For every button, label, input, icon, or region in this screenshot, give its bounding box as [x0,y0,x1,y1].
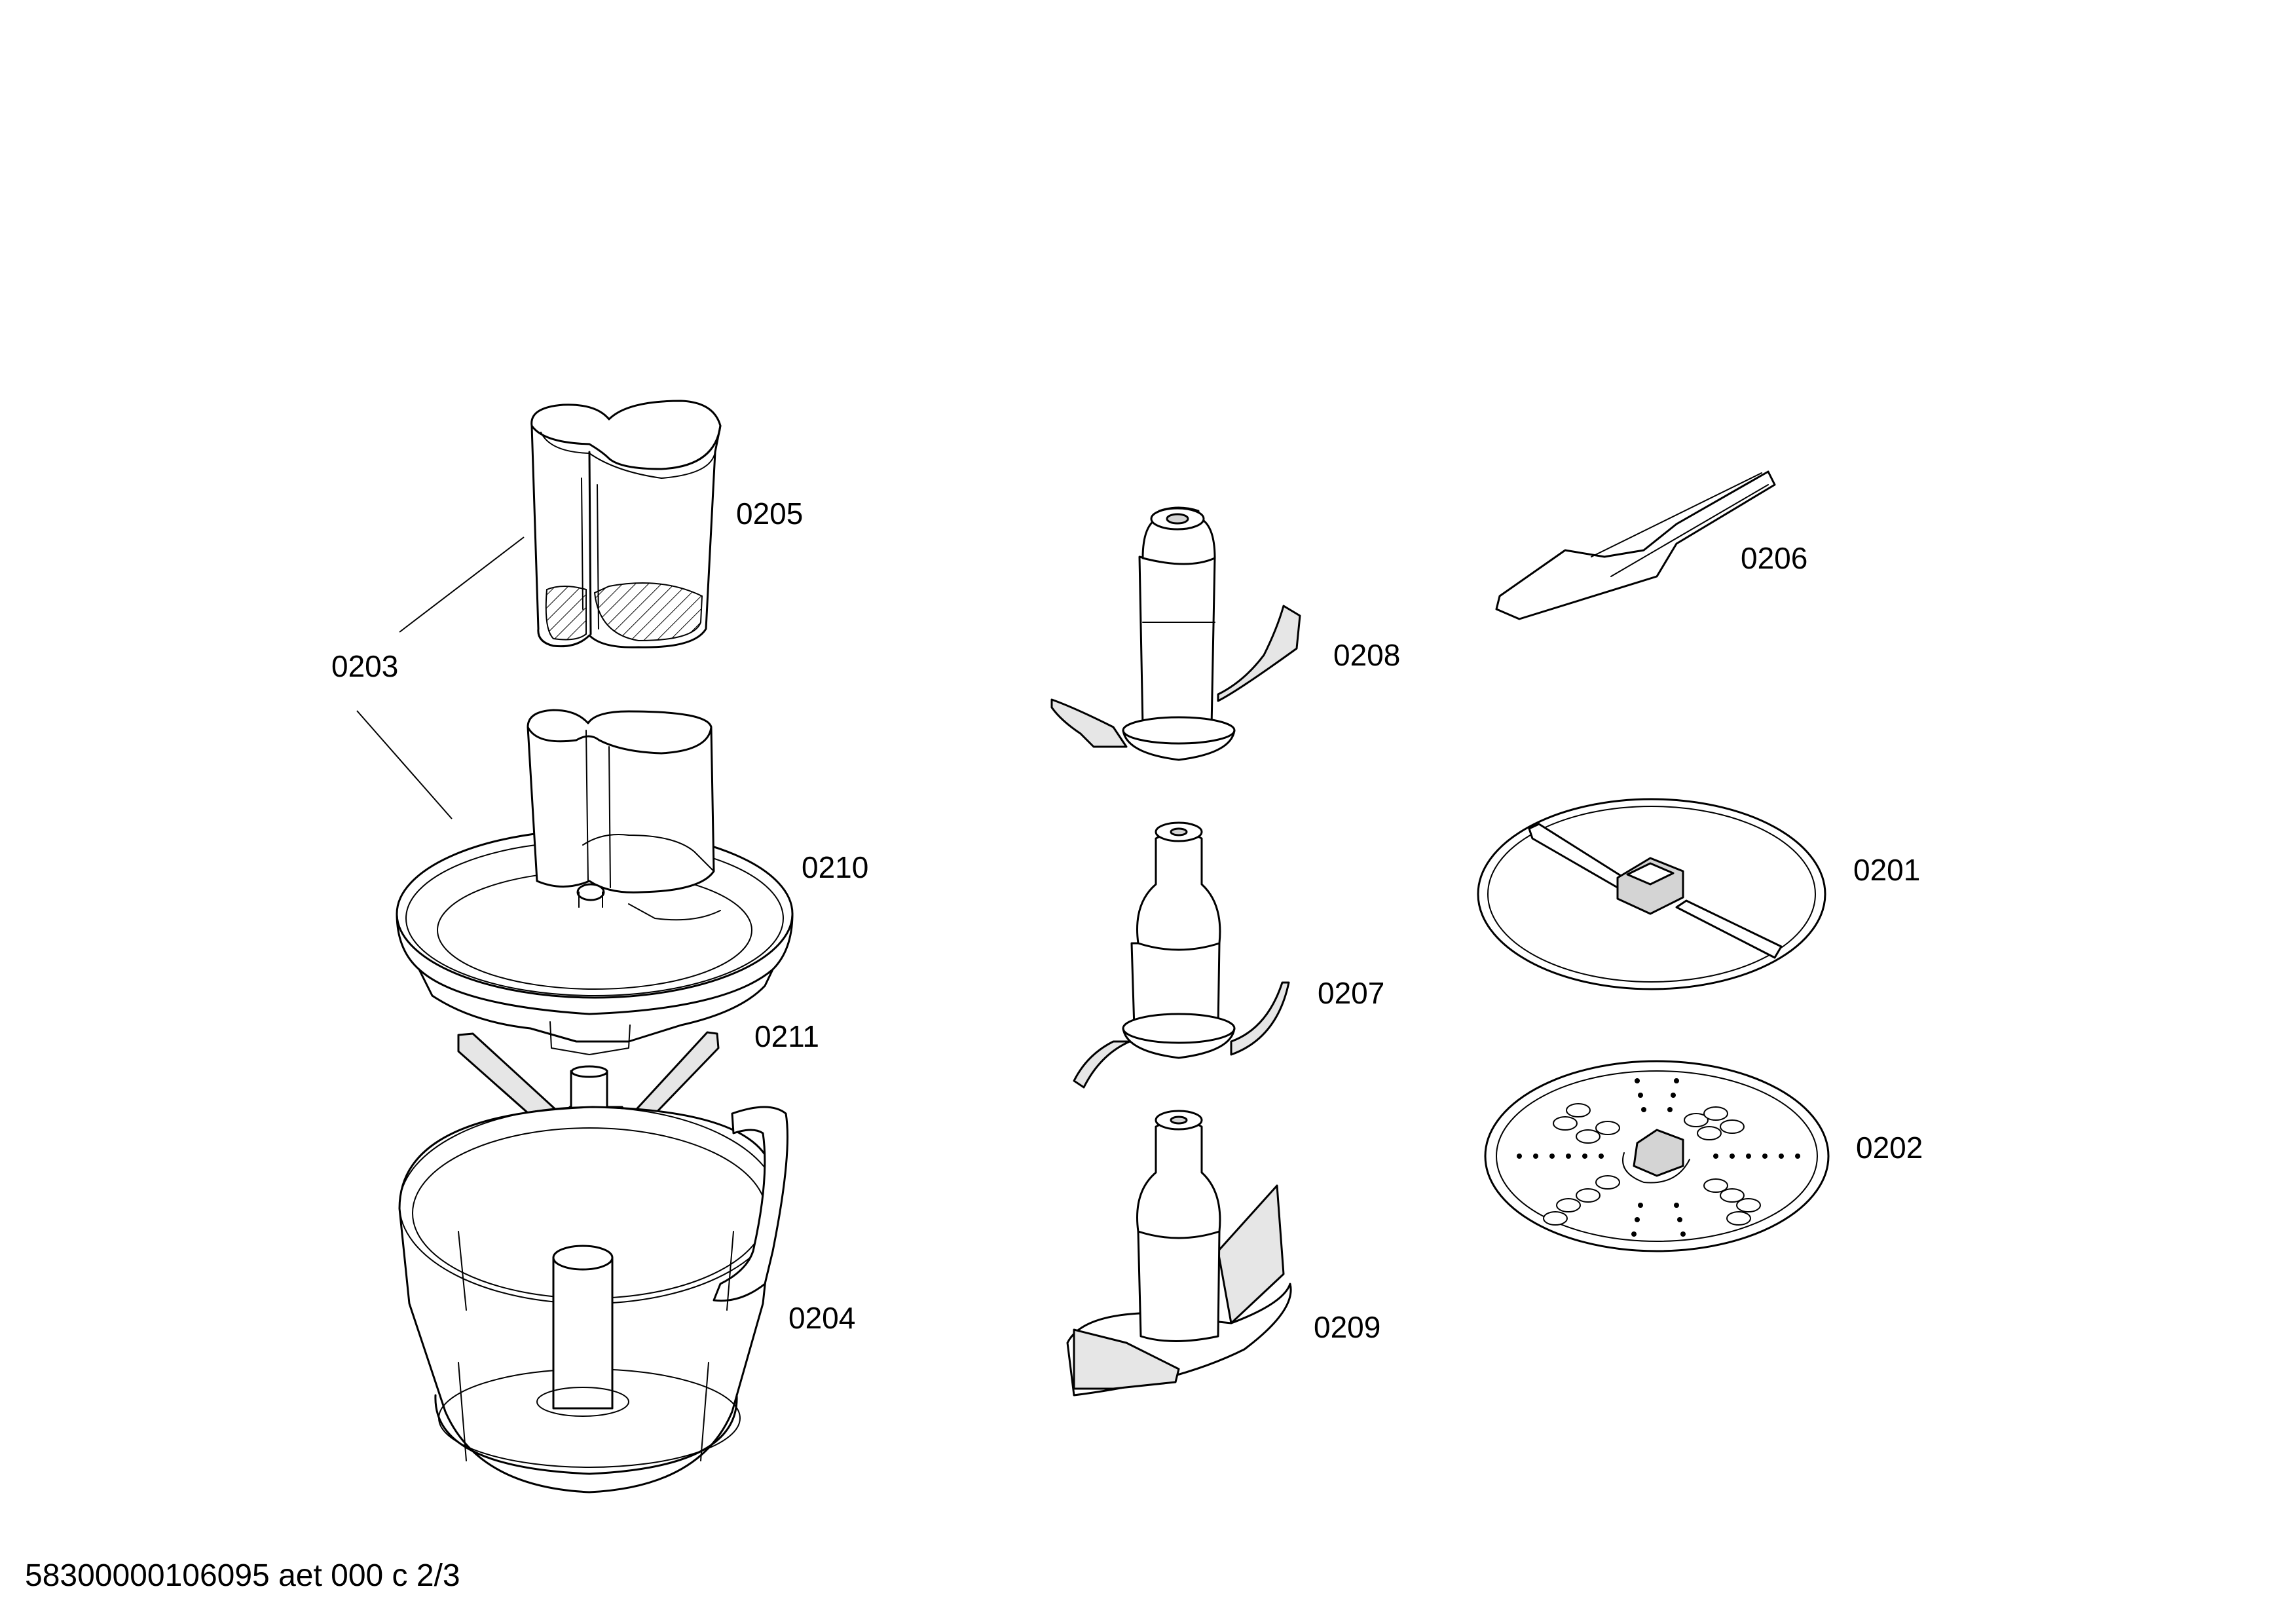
spatula-part-0206 [1495,470,1776,620]
grater-holes [1543,1103,1761,1226]
label-0203: 0203 [331,649,398,683]
leader-lines [356,536,525,819]
shredding-disc-part-0202 [1484,1060,1830,1252]
label-0209: 0209 [1314,1310,1380,1344]
label-0207: 0207 [1318,976,1384,1010]
blade-part-0207 [1073,821,1290,1089]
label-0201: 0201 [1853,853,1920,887]
grater-dots [1517,1078,1800,1237]
document-footer-code: 58300000106095 aet 000 c 2/3 [25,1558,460,1593]
emulsifying-disc-part-0209 [1066,1110,1292,1397]
label-0208: 0208 [1333,638,1400,672]
slicing-disc-part-0201 [1477,798,1826,990]
blade-part-0208 [1050,506,1301,761]
label-0211: 0211 [754,1019,819,1053]
bowl-part-0204 [398,1106,788,1493]
label-0210: 0210 [802,850,868,884]
pusher-part-0205 [530,400,722,648]
label-0205: 0205 [736,497,803,531]
label-0202: 0202 [1856,1131,1923,1165]
lid-part-0210 [396,709,794,1055]
label-0204: 0204 [788,1301,855,1335]
label-0206: 0206 [1741,541,1807,575]
